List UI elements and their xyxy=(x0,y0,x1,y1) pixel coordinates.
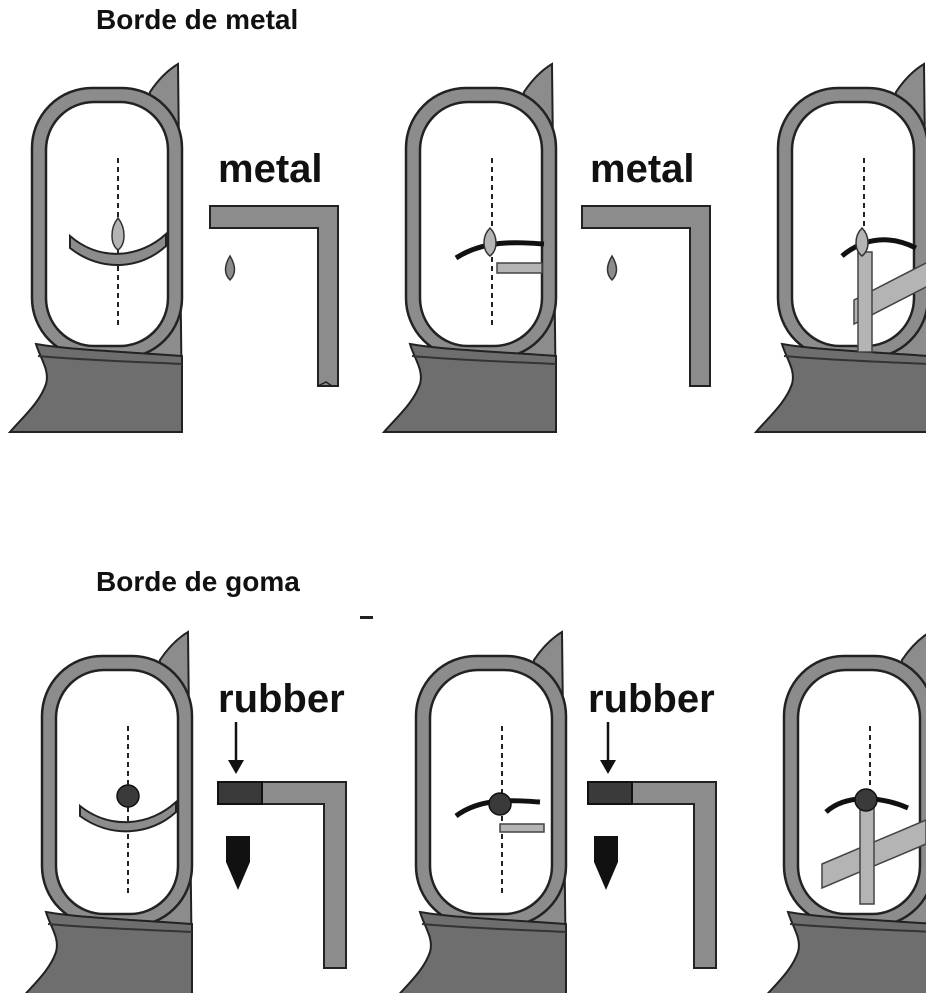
rubber-cell-2 xyxy=(392,630,568,993)
metal-cell-1 xyxy=(8,62,184,434)
rubber-arrow-1 xyxy=(228,722,244,774)
drop-icon xyxy=(855,226,869,257)
metal-label-1: metal xyxy=(218,147,323,191)
metal-label-2: metal xyxy=(590,147,695,191)
rubber-bracket-1 xyxy=(217,781,347,969)
metal-cell-3 xyxy=(754,62,926,434)
drop-icon xyxy=(483,226,497,257)
rubber-tip xyxy=(217,781,263,805)
rubber-drop-icon xyxy=(226,836,250,890)
rubber-label-1: rubber xyxy=(218,677,345,721)
rubber-arrow-2 xyxy=(600,722,616,774)
section-title-metal: Borde de metal xyxy=(96,4,299,35)
metal-bracket-2 xyxy=(581,205,711,387)
rubber-bracket-2 xyxy=(587,781,717,969)
section-title-rubber: Borde de goma xyxy=(96,566,300,597)
metal-bracket-1 xyxy=(209,205,339,387)
ball-icon xyxy=(488,792,512,816)
rubber-tip xyxy=(587,781,633,805)
drop-icon xyxy=(224,254,236,282)
rubber-label-2: rubber xyxy=(588,677,715,721)
metal-cell-2 xyxy=(382,62,558,434)
ball-icon xyxy=(854,788,878,812)
drop-icon xyxy=(606,254,618,282)
rubber-drop-icon xyxy=(594,836,618,890)
rubber-cell-3 xyxy=(760,630,926,993)
rubber-cell-1 xyxy=(18,630,194,993)
drop-icon xyxy=(111,216,125,251)
stray-mark xyxy=(360,616,373,619)
ball-icon xyxy=(116,784,140,808)
